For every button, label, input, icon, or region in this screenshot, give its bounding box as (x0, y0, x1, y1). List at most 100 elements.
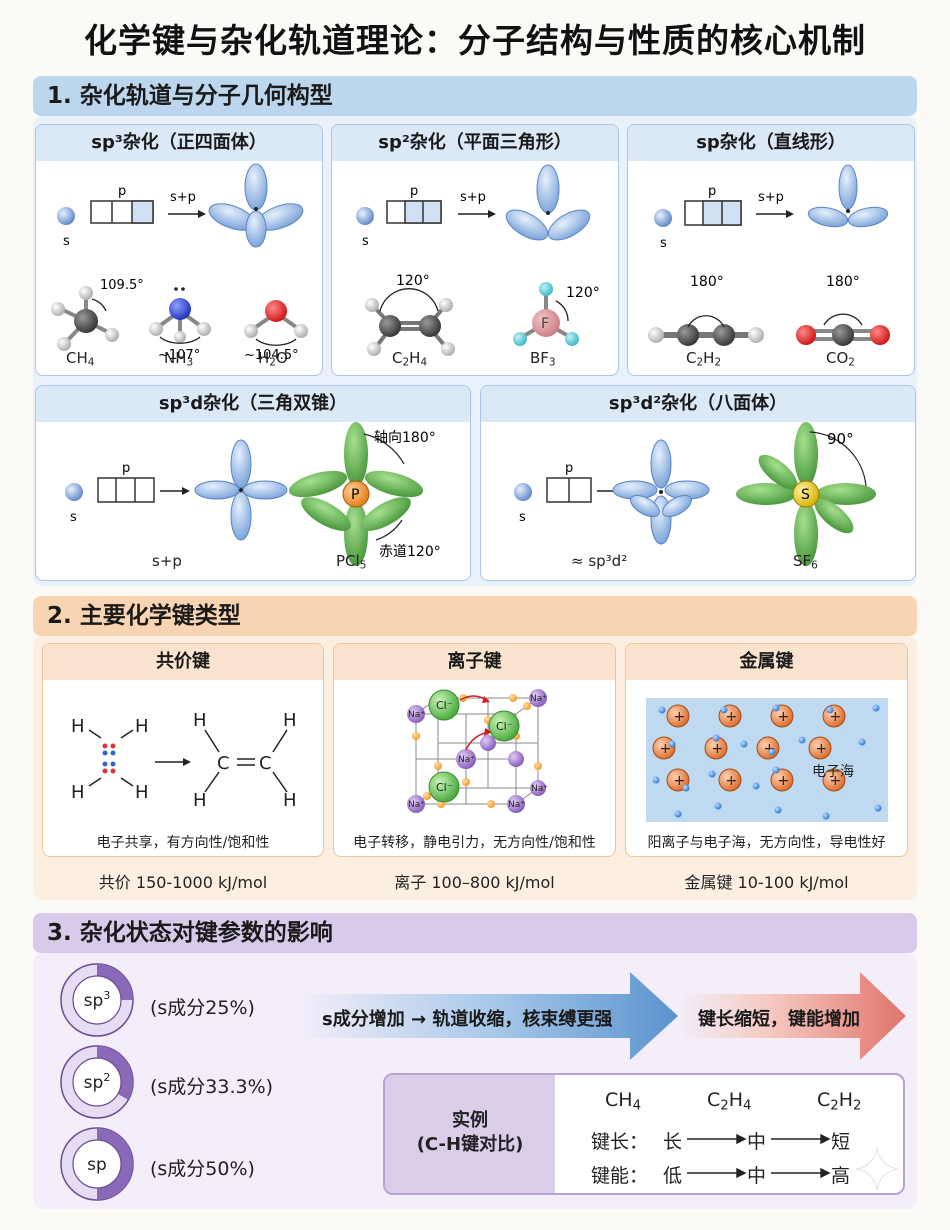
svg-text:90°: 90° (827, 430, 854, 448)
sp-s-fraction: (s成分50%) (150, 1158, 255, 1180)
c2h2-model-icon (648, 315, 764, 346)
cation-icon (718, 768, 742, 792)
cation-charge: + (726, 773, 738, 789)
svg-text:电子海: 电子海 (812, 764, 854, 780)
cation-charge: + (830, 709, 842, 725)
cation-charge: + (830, 773, 842, 789)
svg-text:Cl⁻: Cl⁻ (436, 699, 453, 712)
sp3-hybrid-orbital-icon (208, 163, 304, 248)
svg-text:~104.5°: ~104.5° (244, 348, 299, 363)
cation-charge: + (816, 741, 828, 757)
svg-text:109.5°: 109.5° (100, 278, 144, 293)
sp2-s-fraction: (s成分33.3%) (150, 1076, 274, 1098)
sp3d2-hybrid-orbital-icon (612, 439, 710, 545)
svg-text:Na⁺: Na⁺ (531, 784, 548, 794)
svg-text:H: H (135, 782, 149, 803)
svg-text:H: H (283, 710, 297, 731)
donut-label: sp (87, 1155, 107, 1175)
svg-text:s+p: s+p (170, 190, 196, 205)
metallic-energy: 金属键 10-100 kJ/mol (684, 873, 849, 892)
svg-text:p: p (565, 461, 573, 476)
bond-length-short: 短 (831, 1131, 851, 1153)
example-molecule-ch4: CH4 (605, 1089, 642, 1114)
svg-text:120°: 120° (566, 285, 600, 301)
ionic-card: 离子键 Na⁺ Na⁺ (333, 643, 616, 857)
covalent-desc: 电子共享，有方向性/饱和性 (96, 835, 270, 851)
cation-charge: + (726, 709, 738, 725)
s-orbital-icon (356, 207, 374, 225)
svg-text:s: s (70, 510, 77, 525)
svg-text:轴向180°: 轴向180° (374, 430, 436, 446)
svg-text:p: p (122, 461, 130, 476)
cation-charge: + (674, 773, 686, 789)
cation-charge: + (674, 709, 686, 725)
sp-hybrid-orbital-icon (807, 164, 889, 228)
sp-illustration: s p s+p 180° (648, 164, 890, 346)
sp2-card-title: sp²杂化（平面三角形） (332, 125, 618, 161)
trend-arrow-1-text: s成分增加 → 轨道收缩，核束缚更强 (322, 1009, 613, 1030)
svg-text:F: F (541, 316, 549, 332)
sp-card: sp杂化（直线形） s p s+p (627, 124, 915, 376)
svg-text:H: H (193, 790, 207, 811)
svg-text:Na⁺: Na⁺ (408, 800, 425, 810)
svg-text:Cl⁻: Cl⁻ (496, 720, 513, 733)
svg-text:Na⁺: Na⁺ (530, 694, 547, 704)
s-orbital-icon (654, 209, 672, 227)
section-2-heading: 2. 主要化学键类型 (33, 596, 917, 636)
metallic-card-title: 金属键 (626, 644, 907, 680)
svg-text:180°: 180° (826, 274, 860, 290)
sp3d-illustration: s p P 轴向180° 赤道120° (65, 422, 441, 566)
bf3-model-icon (513, 282, 579, 346)
sp3-card-title: sp³杂化（正四面体） (36, 125, 322, 161)
bond-energy-high: 高 (831, 1165, 851, 1187)
trend-arrow-2-text: 键长缩短，键能增加 (698, 1009, 860, 1030)
sp3d2-illustration: s p S 90° (514, 422, 876, 566)
bond-length-long: 长 (663, 1131, 683, 1153)
svg-text:Cl⁻: Cl⁻ (436, 781, 453, 794)
sp-card-title: sp杂化（直线形） (628, 125, 914, 161)
example-label: 实例 (C-H键对比) (385, 1075, 555, 1193)
red-arrow-shape (680, 972, 906, 1060)
metallic-electron-sea-illustration: ++++++++++++ 电子海 (646, 698, 888, 822)
svg-text:赤道120°: 赤道120° (379, 544, 441, 560)
ionic-lattice-illustration: Na⁺ Na⁺ Na⁺ Na⁺ Na⁺ Na⁺ Cl⁻ Cl⁻ Cl⁻ (407, 689, 548, 813)
sp2-illustration: s p s+p 120° (356, 164, 600, 356)
sp3-s-fraction: (s成分25%) (150, 997, 255, 1019)
svg-text:s: s (519, 510, 526, 525)
sp3d-hybrid-orbital-icon (194, 439, 288, 541)
covalent-card-title: 共价键 (43, 644, 323, 680)
example-box: 实例 (C-H键对比) CH4 C2H4 C2H2 键长： 长 中 短 键能： … (383, 1073, 905, 1195)
example-molecule-c2h4: C2H4 (707, 1089, 752, 1114)
s-orbital-icon (514, 483, 532, 501)
covalent-energy: 共价 150-1000 kJ/mol (98, 873, 268, 892)
sp2-card: sp²杂化（平面三角形） s p s+p (331, 124, 619, 376)
cation-icon (808, 736, 832, 760)
blue-arrow-shape (300, 972, 678, 1060)
page-title: 化学键与杂化轨道理论：分子结构与性质的核心机制 (84, 21, 866, 60)
svg-text:~107°: ~107° (158, 348, 200, 363)
section-1-heading: 1. 杂化轨道与分子几何构型 (33, 76, 917, 116)
cation-icon (666, 704, 690, 728)
sp2-hybrid-orbital-icon (505, 164, 591, 241)
svg-text:s: s (362, 234, 369, 249)
svg-text:s: s (63, 234, 70, 249)
metallic-card: 金属键 ++++++++++++ 电子海 阳离子与电子海，无方向性，导电性好 (625, 643, 908, 857)
trend-arrows-small (687, 1133, 831, 1179)
bond-length-label: 键长： (591, 1131, 649, 1153)
svg-text:Na⁺: Na⁺ (408, 710, 425, 720)
cation-icon (770, 768, 794, 792)
svg-text:H: H (71, 716, 85, 737)
pcl5-model-icon (288, 422, 424, 566)
svg-text:C: C (259, 753, 272, 774)
svg-text:S: S (801, 487, 810, 503)
example-molecule-c2h2: C2H2 (817, 1089, 862, 1114)
co2-model-icon (796, 313, 890, 346)
svg-text:P: P (351, 487, 359, 503)
sparkle-icon (855, 1147, 899, 1191)
svg-text:180°: 180° (690, 274, 724, 290)
sp3-card: sp³杂化（正四面体） s p s+p (35, 124, 323, 376)
metallic-desc: 阳离子与电子海，无方向性，导电性好 (647, 835, 886, 851)
svg-text:s+p: s+p (460, 190, 486, 205)
svg-text:H: H (135, 716, 149, 737)
